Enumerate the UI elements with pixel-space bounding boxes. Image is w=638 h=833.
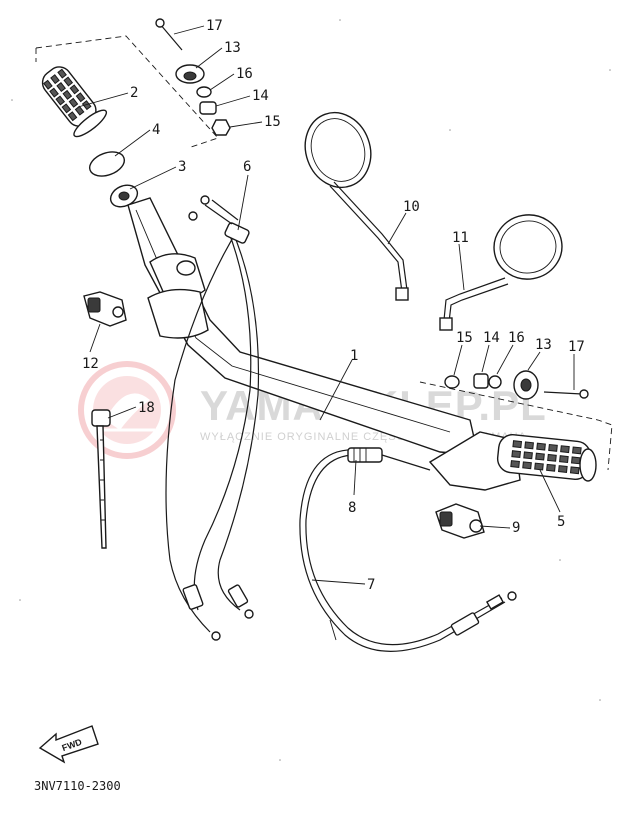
callout-2: 2 bbox=[130, 85, 138, 101]
grip-left bbox=[41, 66, 108, 138]
cable-adjuster bbox=[347, 447, 431, 471]
callout-9: 9 bbox=[512, 520, 520, 536]
callout-11: 11 bbox=[452, 230, 469, 246]
scan-speckles bbox=[11, 19, 611, 761]
left-grip-assembly bbox=[35, 35, 219, 208]
callout-14-right: 14 bbox=[483, 330, 500, 346]
callout-17-right: 17 bbox=[568, 339, 585, 355]
right-grip-assembly bbox=[419, 381, 613, 491]
throttle-cables bbox=[165, 195, 260, 641]
callout-1: 1 bbox=[350, 348, 358, 364]
grip-end-ring bbox=[88, 151, 126, 177]
callout-4: 4 bbox=[152, 122, 160, 138]
fwd-arrow: FWD bbox=[38, 725, 99, 764]
leader-lines bbox=[77, 25, 575, 585]
callout-12: 12 bbox=[82, 356, 99, 372]
mirror-left bbox=[304, 111, 409, 301]
callout-13-right: 13 bbox=[535, 337, 552, 353]
callout-3: 3 bbox=[178, 159, 186, 175]
callout-7: 7 bbox=[367, 577, 375, 593]
throttle-housing bbox=[428, 431, 521, 491]
hardware-stack-right bbox=[444, 370, 589, 400]
callout-13-top: 13 bbox=[224, 40, 241, 56]
switch-right bbox=[435, 503, 485, 539]
callout-15-right: 15 bbox=[456, 330, 473, 346]
grip-group-bracket bbox=[35, 35, 219, 149]
grip-right-bracket bbox=[419, 381, 613, 471]
switch-left bbox=[83, 291, 127, 327]
callout-10: 10 bbox=[403, 199, 420, 215]
callout-6: 6 bbox=[243, 159, 251, 175]
cable-tie bbox=[91, 409, 111, 549]
callout-18: 18 bbox=[138, 400, 155, 416]
callout-5: 5 bbox=[557, 514, 565, 530]
center-clamp-lower bbox=[147, 288, 209, 339]
callout-16-top: 16 bbox=[236, 66, 253, 82]
callout-labels: 1 2 3 4 5 6 7 8 9 10 11 12 13 14 15 16 1… bbox=[82, 18, 585, 593]
callout-17-top: 17 bbox=[206, 18, 223, 34]
callout-16-right: 16 bbox=[508, 330, 525, 346]
callout-8: 8 bbox=[348, 500, 356, 516]
part-code: 3NV7110-2300 bbox=[34, 779, 121, 793]
callout-15-top: 15 bbox=[264, 114, 281, 130]
hardware-stack-left bbox=[155, 18, 231, 136]
mirror-right bbox=[439, 214, 563, 331]
watermark-logo bbox=[78, 361, 176, 459]
callout-14-top: 14 bbox=[252, 88, 269, 104]
handlebar bbox=[127, 197, 479, 456]
clutch-cable bbox=[299, 449, 517, 652]
